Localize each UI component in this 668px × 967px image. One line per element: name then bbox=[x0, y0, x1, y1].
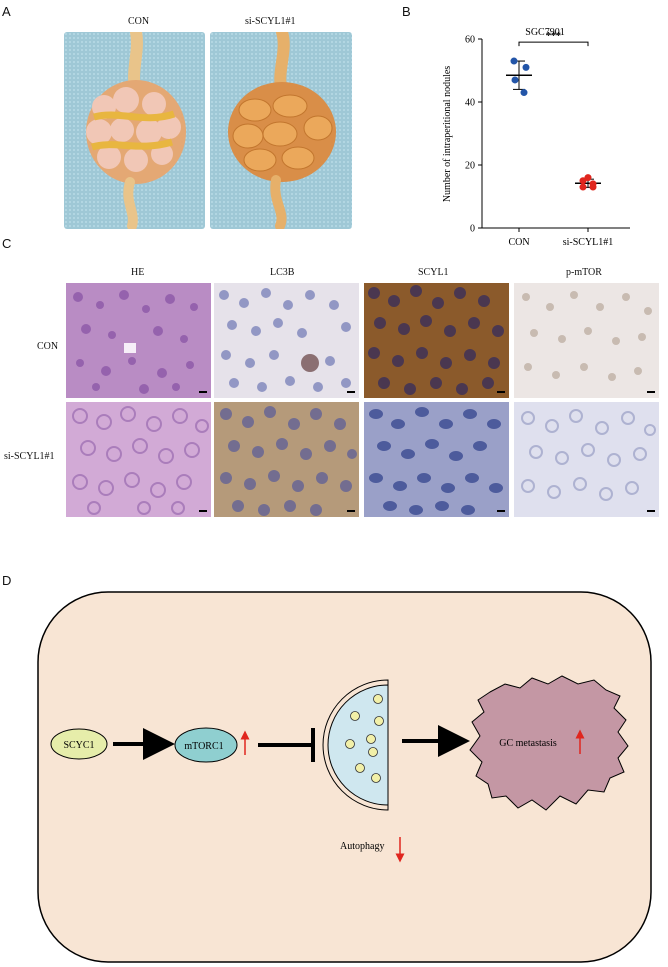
y-tick-label: 40 bbox=[465, 98, 475, 109]
gc-metastasis-shape bbox=[469, 675, 629, 811]
data-point bbox=[511, 76, 519, 84]
significance-stars: *** bbox=[546, 31, 561, 42]
x-tick-label: CON bbox=[508, 237, 529, 248]
col-header-he: HE bbox=[131, 267, 145, 278]
si-tissue-photo bbox=[210, 32, 352, 229]
chart-significance: *** bbox=[518, 31, 589, 47]
pathway-diagram: SCYC1 mTORC1 Autophagy GC metastasis bbox=[37, 591, 652, 963]
data-point bbox=[522, 63, 530, 71]
scale-bar bbox=[199, 391, 207, 393]
data-point bbox=[579, 183, 587, 191]
scale-bar bbox=[647, 391, 655, 393]
panel-a-label-si: si-SCYL1#1 bbox=[245, 16, 296, 27]
scyl1-con-texture bbox=[368, 285, 504, 395]
col-header-scyl1: SCYL1 bbox=[418, 267, 449, 278]
chart-title: SGC7901 bbox=[525, 27, 564, 38]
pmtor-si-texture bbox=[521, 409, 656, 501]
data-point bbox=[589, 183, 597, 191]
panel-letter-d: D bbox=[2, 573, 12, 588]
data-point bbox=[579, 177, 587, 185]
scyc1-label: SCYC1 bbox=[63, 740, 94, 751]
nodule-chart: SGC7901 Number of intraperitional nodule… bbox=[442, 27, 630, 248]
scale-bar bbox=[347, 510, 355, 512]
panel-letter-b: B bbox=[402, 4, 411, 19]
scale-bar bbox=[347, 391, 355, 393]
col-header-pmtor: p-mTOR bbox=[566, 267, 602, 278]
scyl1-si-texture bbox=[369, 407, 503, 515]
chart-points bbox=[510, 57, 597, 191]
si-intestine-illustration bbox=[228, 32, 336, 229]
tile-pmtor-con bbox=[514, 283, 659, 398]
data-point bbox=[584, 174, 592, 182]
chart-xticks: CON si-SCYL1#1 bbox=[508, 228, 613, 248]
autophagosome-outer bbox=[322, 679, 389, 811]
row-label-con: CON bbox=[37, 341, 59, 352]
tile-lc3b-con bbox=[214, 283, 359, 398]
autophagy-label: Autophagy bbox=[340, 841, 384, 852]
con-tissue-photo bbox=[64, 32, 205, 229]
tile-pmtor-si bbox=[514, 402, 659, 517]
he-si-texture bbox=[72, 406, 209, 515]
data-point bbox=[520, 89, 528, 97]
panel-letter-c: C bbox=[2, 236, 12, 251]
y-tick-label: 20 bbox=[465, 161, 475, 172]
y-tick-label: 0 bbox=[470, 224, 475, 235]
chart-error-bars bbox=[506, 60, 601, 188]
y-tick-label: 60 bbox=[465, 35, 475, 46]
pmtor-con-texture bbox=[522, 291, 652, 381]
gc-metastasis-label: GC metastasis bbox=[499, 738, 557, 749]
lc3b-con-texture bbox=[219, 288, 351, 392]
chart-yticks: 0 20 40 60 bbox=[465, 35, 482, 235]
significance-bracket bbox=[518, 41, 589, 47]
tile-he-con bbox=[66, 283, 211, 398]
scale-bar bbox=[199, 510, 207, 512]
tile-scyl1-si bbox=[364, 402, 509, 517]
panel-a-label-con: CON bbox=[128, 16, 150, 27]
lc3b-si-texture bbox=[220, 406, 357, 516]
mtorc1-label: mTORC1 bbox=[184, 741, 223, 752]
scale-bar bbox=[497, 391, 505, 393]
row-label-si: si-SCYL1#1 bbox=[4, 451, 55, 462]
x-tick-label: si-SCYL1#1 bbox=[563, 237, 614, 248]
chart-axes bbox=[481, 39, 630, 229]
scyc1-node bbox=[50, 728, 108, 760]
chart-ylabel: Number of intraperitional nodules bbox=[442, 66, 453, 202]
he-con-texture bbox=[73, 290, 198, 394]
col-header-lc3b: LC3B bbox=[270, 267, 295, 278]
panel-letter-a: A bbox=[2, 4, 11, 19]
scale-bar bbox=[647, 510, 655, 512]
con-intestine-illustration bbox=[86, 32, 186, 229]
scale-bar bbox=[497, 510, 505, 512]
data-point bbox=[510, 57, 518, 65]
autophagosome-cargo bbox=[345, 694, 384, 783]
tile-scyl1-con bbox=[364, 283, 509, 398]
mtorc1-node bbox=[174, 727, 238, 763]
tile-he-si bbox=[66, 402, 211, 517]
tile-lc3b-si bbox=[214, 402, 359, 517]
